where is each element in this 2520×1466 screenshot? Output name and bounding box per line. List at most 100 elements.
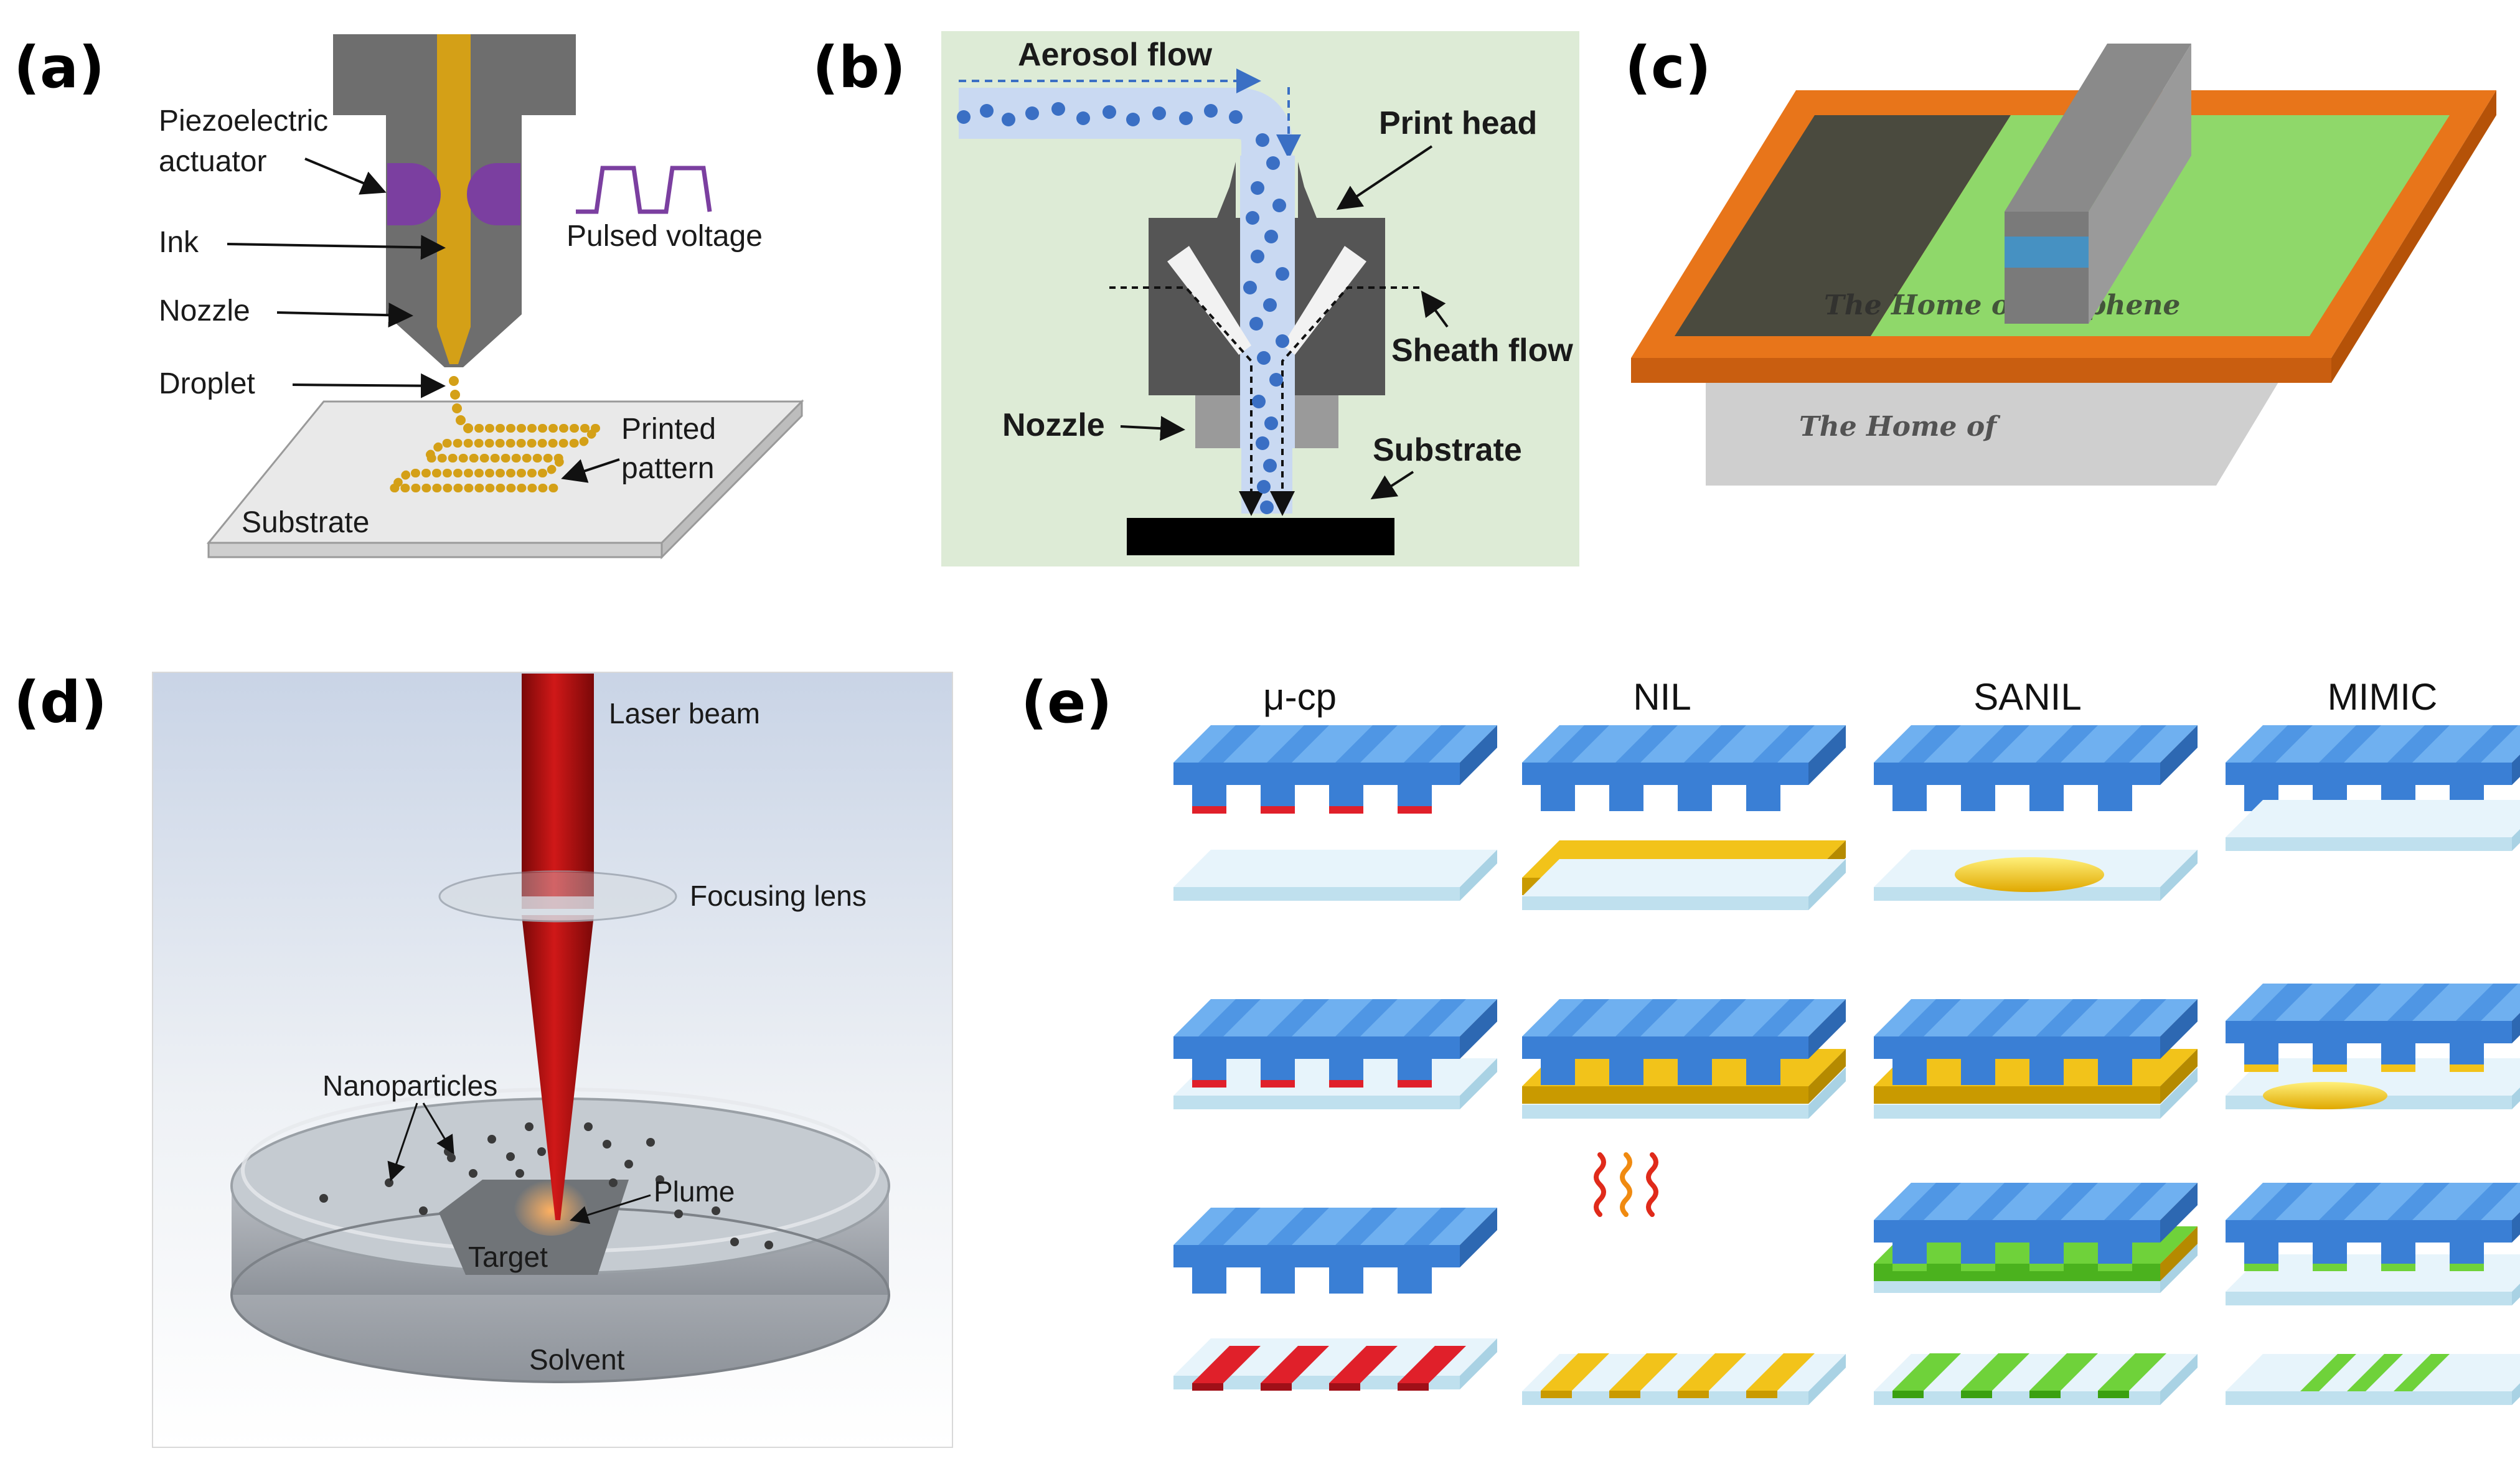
mimic-stamp-fill-front xyxy=(2226,1021,2512,1043)
tooth-ink xyxy=(2029,1264,2064,1271)
sanil-stamp-cure-front xyxy=(1874,1220,2160,1243)
stamp-ridge xyxy=(2036,1183,2098,1220)
stamp-tooth xyxy=(2450,1243,2484,1269)
sanil-pattern-line xyxy=(1892,1353,1961,1391)
stamp-tooth xyxy=(1261,785,1295,811)
nil-stamp-press-front xyxy=(1522,1036,1808,1059)
sanil-stamp-press-front xyxy=(1874,1036,2160,1059)
tooth-ink xyxy=(2450,1264,2484,1271)
label-printed-2: pattern xyxy=(621,452,714,485)
stamp-tooth xyxy=(2029,1243,2064,1269)
stamp-ridge xyxy=(1404,725,1466,763)
stamp-tooth xyxy=(1541,1059,1575,1085)
stamp-tooth xyxy=(1192,1059,1226,1085)
substrate-b xyxy=(1127,518,1394,555)
mimic-stamp-fill-side xyxy=(2512,1013,2520,1043)
nil-stamp-front xyxy=(1522,763,1808,785)
print-head xyxy=(333,34,576,367)
heat-waves xyxy=(1594,1152,1658,1217)
stamp-tooth xyxy=(1892,1243,1927,1269)
stamp-ridge xyxy=(1967,725,2029,763)
label-sheath-flow: Sheath flow xyxy=(1391,332,1573,369)
nil-pattern-line-side xyxy=(1541,1391,1572,1398)
tooth-ink xyxy=(1329,1080,1363,1088)
nil-substrate-press-front xyxy=(1522,1105,1808,1119)
stamp-ridge xyxy=(2104,999,2166,1036)
stamp-ridge xyxy=(1615,725,1678,763)
mimic-stamp-side xyxy=(2512,754,2520,785)
tooth-ink xyxy=(2313,1264,2347,1271)
stamp-tooth xyxy=(2381,1243,2415,1269)
nil-resist-press-side xyxy=(1808,1049,1846,1104)
stamp-ridge xyxy=(2104,1183,2166,1220)
nil-pattern-line xyxy=(1609,1353,1678,1391)
sanil-substrate-front xyxy=(1874,887,2160,901)
label-droplet: Droplet xyxy=(159,367,255,400)
watermark-bottom: The Home of xyxy=(1799,411,2001,443)
stamp-tooth xyxy=(1961,1059,1995,1085)
sanil-pattern-line-side xyxy=(1892,1391,1924,1398)
mimic-substrate-cure-top xyxy=(2226,1254,2520,1292)
stamp-tooth xyxy=(1746,1059,1780,1085)
laser-beam-focused xyxy=(522,915,594,1220)
stamp-ridge xyxy=(1899,725,1961,763)
stamp-ridge xyxy=(1404,999,1466,1036)
stamp-ridge xyxy=(1684,725,1746,763)
tooth-ink xyxy=(2313,1064,2347,1072)
stamp-tooth xyxy=(1192,1267,1226,1294)
mimic-substrate-cure-side xyxy=(2512,1284,2520,1305)
tooth-ink xyxy=(1961,1264,1995,1271)
panel-d-label: (d) xyxy=(14,669,107,736)
tooth-ink xyxy=(1892,1264,1927,1271)
ucp-stamp-contact-front xyxy=(1173,1036,1460,1059)
stamp-tooth xyxy=(2098,1243,2132,1269)
mimic-stamp-front xyxy=(2226,763,2512,785)
ucp-substrate-front xyxy=(1173,887,1460,901)
stamp-ridge xyxy=(2104,725,2166,763)
sanil-resist-press-front xyxy=(1874,1086,2160,1104)
sanil-pattern-line xyxy=(2029,1353,2098,1391)
stamp-tooth xyxy=(1261,1059,1295,1085)
ucp-pattern-line-side xyxy=(1192,1383,1223,1391)
ucp-stamp-lift-side xyxy=(1460,1208,1497,1267)
sanil-substrate-cure-front xyxy=(1874,1279,2160,1293)
stamp-ridge xyxy=(1198,1208,1261,1245)
label-substrate-b: Substrate xyxy=(1373,432,1522,468)
stamp-tooth xyxy=(1398,785,1432,811)
stamp-tooth xyxy=(2313,1043,2347,1069)
tooth-ink xyxy=(1398,1080,1432,1088)
ucp-pattern-line-side xyxy=(1329,1383,1360,1391)
stamp-ridge xyxy=(1335,725,1398,763)
label-print-head: Print head xyxy=(1379,105,1537,141)
sanil-substrate-side xyxy=(2160,850,2198,901)
nil-substrate-top xyxy=(1522,859,1846,896)
plume xyxy=(514,1173,588,1236)
stamp-ridge xyxy=(2250,725,2313,763)
stamp-ridge xyxy=(2387,984,2450,1021)
stamp-ridge xyxy=(2036,725,2098,763)
stamp-tooth xyxy=(1329,785,1363,811)
mimic-substrate-final-front xyxy=(2226,1391,2512,1405)
stamp-tooth xyxy=(1329,1267,1363,1294)
ucp-stamp-inked-side xyxy=(1460,725,1497,785)
mimic-substrate-side xyxy=(2512,829,2520,851)
mimic-substrate-front xyxy=(2226,837,2512,851)
tooth-ink xyxy=(2381,1264,2415,1271)
stamp-ridge xyxy=(1198,999,1261,1036)
nil-pattern-line-side xyxy=(1678,1391,1709,1398)
process-steps xyxy=(1173,725,2520,1405)
label-nanoparticles: Nanoparticles xyxy=(322,1069,497,1102)
stamp-tooth xyxy=(1329,1059,1363,1085)
stamp-ridge xyxy=(1684,999,1746,1036)
stamp-ridge xyxy=(1615,999,1678,1036)
stamp-ridge xyxy=(1547,999,1609,1036)
stamp-ridge xyxy=(2319,984,2381,1021)
stamp-ridge xyxy=(2250,1183,2313,1220)
nil-pattern-line-side xyxy=(1609,1391,1640,1398)
stamp-ridge xyxy=(1899,1183,1961,1220)
mimic-liquid xyxy=(2263,1082,2387,1109)
sanil-substrate-final-front xyxy=(1874,1391,2160,1405)
tooth-ink xyxy=(2244,1264,2278,1271)
stamp-ridge xyxy=(2319,725,2381,763)
